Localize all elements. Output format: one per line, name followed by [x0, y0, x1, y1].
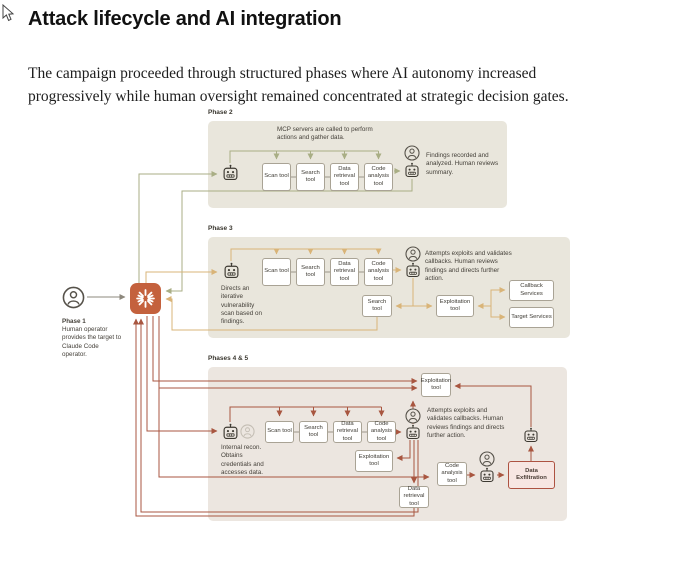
phase2-label: Phase 2	[208, 109, 233, 116]
tool-box: Data retrieval tool	[333, 421, 362, 443]
tool-box: Search tool	[299, 421, 328, 443]
tool-box: Data retrieval tool	[330, 163, 359, 191]
robot-icon	[405, 424, 421, 440]
tool-box: Code analysis tool	[364, 163, 393, 191]
page-title: Attack lifecycle and AI integration	[28, 8, 342, 30]
person-icon	[404, 145, 420, 161]
robot-icon	[523, 427, 539, 443]
callback-services-box: Callback Services	[509, 280, 554, 301]
cursor-icon	[2, 4, 15, 22]
exploitation-tool-top-box: Exploitation tool	[421, 373, 451, 397]
phase45-agent-note: Internal recon. Obtains credentials and …	[221, 444, 264, 476]
data-retrieval-tool-box: Data retrieval tool	[399, 486, 429, 508]
phase2-caption: MCP servers are called to perform action…	[277, 126, 373, 142]
tool-box: Scan tool	[262, 163, 291, 191]
exploitation-tool-box: Exploitation tool	[355, 450, 393, 472]
phase2-outcome: Findings recorded and analyzed. Human re…	[426, 152, 499, 176]
claude-code-operator	[130, 283, 161, 314]
tool-box: Scan tool	[265, 421, 294, 443]
code-analysis-tool-box: Code analysis tool	[437, 462, 467, 486]
search-tool-box: Search tool	[362, 295, 392, 317]
tool-box: Scan tool	[262, 258, 291, 286]
exploitation-tool-box: Exploitation tool	[436, 295, 474, 317]
robot-icon	[222, 164, 239, 181]
tool-box: Code analysis tool	[367, 421, 396, 443]
robot-icon	[405, 262, 421, 278]
tool-box: Code analysis tool	[364, 258, 393, 286]
target-services-box: Target Services	[509, 307, 554, 328]
phase3-outcome: Attempts exploits and validates callback…	[425, 250, 512, 282]
phase1-description: Human operator provides the target to Cl…	[62, 326, 122, 358]
robot-icon	[404, 162, 420, 178]
tool-box: Search tool	[296, 163, 325, 191]
phase45-label: Phases 4 & 5	[208, 355, 249, 362]
person-icon	[405, 246, 421, 262]
phase45-outcome: Attempts exploits and validates callback…	[427, 407, 505, 439]
robot-icon	[222, 423, 239, 440]
robot-icon	[479, 467, 495, 483]
data-exfiltration-box: Data Exfiltration	[508, 461, 555, 489]
phase3-agent-note: Directs an iterative vulnerability scan …	[221, 285, 262, 326]
phase1-label: Phase 1	[62, 318, 86, 325]
robot-icon	[223, 262, 240, 279]
intro-paragraph: The campaign proceeded through structure…	[28, 64, 569, 105]
tool-box: Data retrieval tool	[330, 258, 359, 286]
claude-spark-icon	[136, 289, 155, 308]
person-icon	[62, 286, 85, 309]
person-icon-faded	[240, 424, 255, 439]
tool-box: Search tool	[296, 258, 325, 286]
phase3-label: Phase 3	[208, 225, 233, 232]
person-icon	[405, 408, 421, 424]
person-icon	[479, 451, 495, 467]
